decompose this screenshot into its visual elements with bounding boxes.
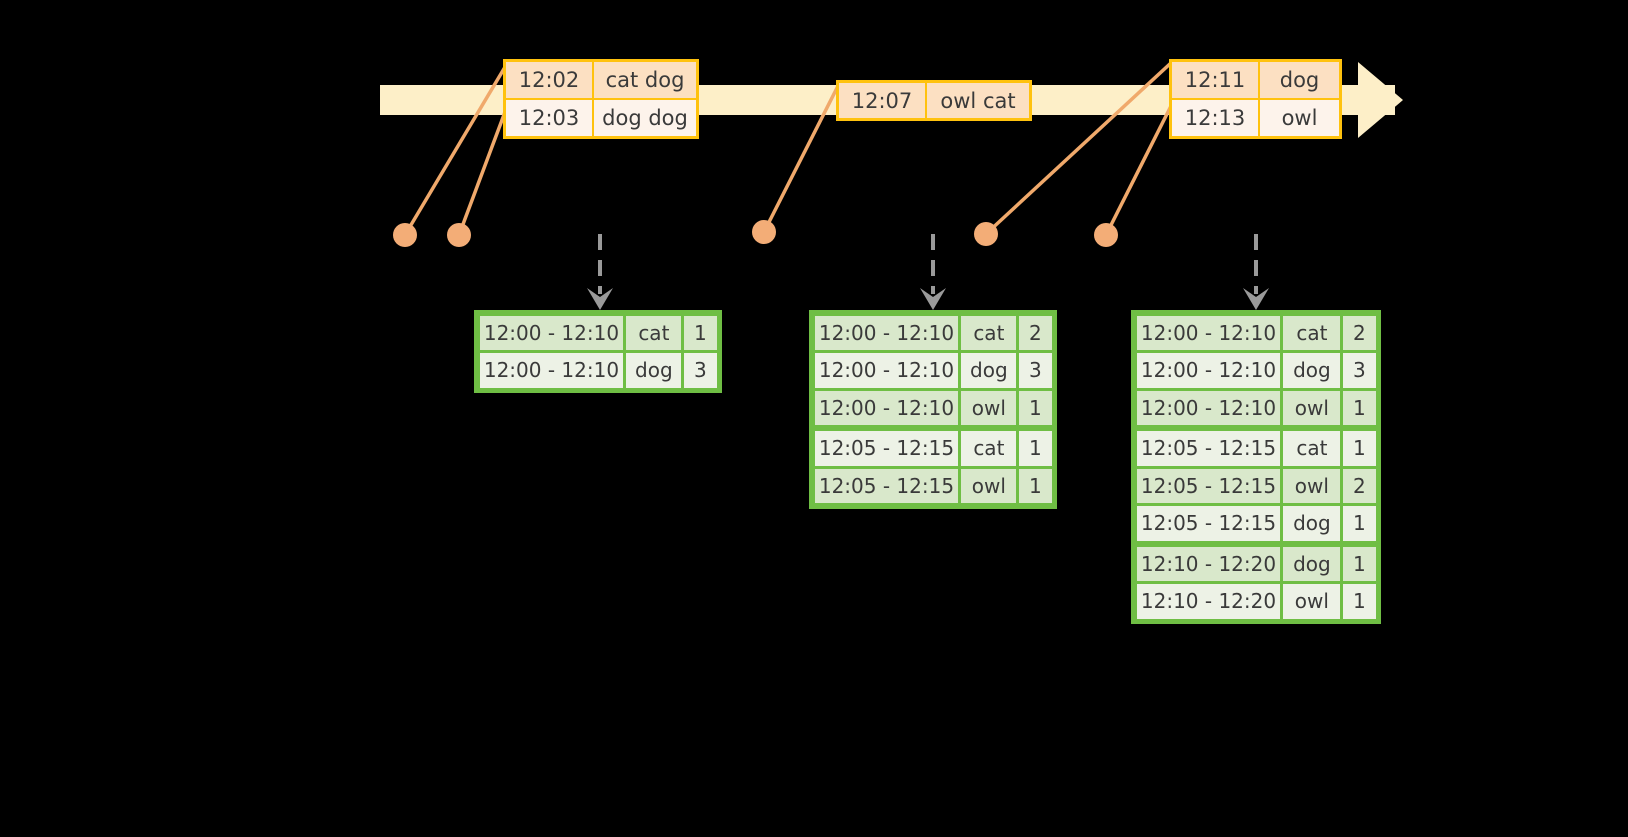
event-time: 12:02: [506, 62, 594, 98]
event-group-2[interactable]: 12:07 owl cat: [836, 80, 1032, 121]
cell-key: dog: [1283, 546, 1341, 581]
cell-count: 1: [1343, 546, 1376, 581]
stream-dot-4: [974, 222, 998, 246]
cell-window: 12:05 - 12:15: [1136, 468, 1281, 503]
cell-count: 1: [1019, 431, 1052, 466]
stream-dot-2: [447, 223, 471, 247]
cell-window: 12:00 - 12:10: [814, 315, 959, 350]
cell-count: 1: [1343, 390, 1376, 425]
cell-count: 2: [1019, 315, 1052, 350]
cell-key: owl: [961, 468, 1017, 503]
cell-key: owl: [1283, 390, 1341, 425]
event-group-3[interactable]: 12:11 dog 12:13 owl: [1169, 59, 1342, 139]
dashed-arrow-1-head: [587, 288, 613, 310]
event-row[interactable]: 12:13 owl: [1172, 98, 1339, 136]
event-payload: dog: [1260, 62, 1339, 98]
cell-key: cat: [1283, 315, 1341, 350]
event-payload: owl cat: [927, 83, 1029, 118]
cell-count: 1: [1019, 390, 1052, 425]
cell-key: owl: [1283, 468, 1341, 503]
event-group-1[interactable]: 12:02 cat dog 12:03 dog dog: [503, 59, 699, 139]
cell-count: 3: [1019, 353, 1052, 388]
connector-line-5: [1104, 103, 1174, 236]
event-row[interactable]: 12:11 dog: [1172, 62, 1339, 98]
event-row[interactable]: 12:02 cat dog: [506, 62, 696, 98]
cell-window: 12:05 - 12:15: [1136, 431, 1281, 466]
event-payload: dog dog: [594, 100, 696, 136]
cell-window: 12:05 - 12:15: [814, 468, 959, 503]
cell-window: 12:00 - 12:10: [479, 315, 624, 350]
event-payload: cat dog: [594, 62, 696, 98]
cell-count: 2: [1343, 315, 1376, 350]
cell-key: owl: [1283, 584, 1341, 619]
dashed-arrow-3-head: [1243, 288, 1269, 310]
cell-count: 1: [1343, 584, 1376, 619]
cell-count: 1: [1019, 468, 1052, 503]
cell-key: owl: [961, 390, 1017, 425]
cell-window: 12:00 - 12:10: [479, 353, 624, 388]
stream-dot-3: [752, 220, 776, 244]
connector-line-2: [457, 103, 510, 236]
cell-key: dog: [961, 353, 1017, 388]
event-time: 12:11: [1172, 62, 1260, 98]
event-time: 12:03: [506, 100, 594, 136]
cell-key: cat: [961, 431, 1017, 466]
cell-window: 12:00 - 12:10: [1136, 390, 1281, 425]
event-time: 12:07: [839, 83, 927, 118]
event-payload: owl: [1260, 100, 1339, 136]
cell-window: 12:10 - 12:20: [1136, 584, 1281, 619]
cell-count: 1: [1343, 431, 1376, 466]
dashed-arrow-2-head: [920, 288, 946, 310]
cell-key: cat: [1283, 431, 1341, 466]
event-time: 12:13: [1172, 100, 1260, 136]
cell-key: cat: [626, 315, 682, 350]
cell-window: 12:10 - 12:20: [1136, 546, 1281, 581]
timeline-arrowhead: [1358, 62, 1403, 138]
cell-window: 12:00 - 12:10: [1136, 353, 1281, 388]
event-row[interactable]: 12:03 dog dog: [506, 98, 696, 136]
cell-count: 3: [684, 353, 717, 388]
cell-window: 12:00 - 12:10: [814, 390, 959, 425]
cell-key: cat: [961, 315, 1017, 350]
cell-count: 3: [1343, 353, 1376, 388]
cell-window: 12:05 - 12:15: [1136, 506, 1281, 541]
cell-window: 12:00 - 12:10: [814, 353, 959, 388]
cell-count: 1: [1343, 506, 1376, 541]
cell-window: 12:00 - 12:10: [1136, 315, 1281, 350]
cell-key: dog: [1283, 506, 1341, 541]
cell-count: 2: [1343, 468, 1376, 503]
cell-count: 1: [684, 315, 717, 350]
cell-key: dog: [1283, 353, 1341, 388]
cell-window: 12:05 - 12:15: [814, 431, 959, 466]
event-row[interactable]: 12:07 owl cat: [839, 83, 1029, 118]
stream-dot-5: [1094, 223, 1118, 247]
cell-key: dog: [626, 353, 682, 388]
stream-dot-1: [393, 223, 417, 247]
